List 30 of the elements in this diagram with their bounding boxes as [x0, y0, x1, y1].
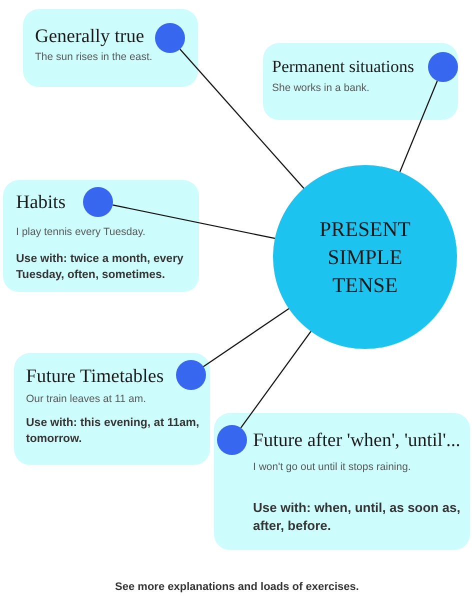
example-sentence: I play tennis every Tuesday. — [16, 226, 146, 239]
example-sentence: She works in a bank. — [272, 82, 370, 95]
card-title: Habits — [16, 192, 66, 214]
connector-line — [399, 80, 438, 172]
example-sentence: Our train leaves at 11 am. — [26, 393, 146, 406]
example-sentence: I won't go out until it stops raining. — [253, 461, 411, 474]
connector-line — [240, 331, 312, 428]
card-title: Future Timetables — [26, 366, 164, 388]
dot-icon — [83, 187, 113, 217]
info-card — [3, 180, 199, 292]
dot-icon — [176, 360, 206, 390]
usage-note: Use with: when, until, as soon as, after, before. — [253, 499, 462, 535]
usage-note: Use with: this evening, at 11am, tomorrow. — [26, 416, 200, 447]
dot-icon — [428, 52, 458, 82]
info-card — [214, 413, 470, 550]
dot-icon — [155, 23, 185, 53]
card-title: Generally true — [35, 26, 144, 48]
example-sentence: The sun rises in the east. — [35, 51, 152, 64]
info-card — [263, 43, 458, 120]
connector-line — [112, 204, 276, 239]
card-title: Future after 'when', 'until'... — [253, 430, 460, 452]
footer-note: See more explanations and loads of exercises. — [114, 580, 360, 594]
topic-title: PRESENT SIMPLE TENSE — [318, 216, 412, 299]
connector-line — [180, 48, 304, 189]
info-card — [14, 353, 210, 465]
dot-icon — [217, 425, 247, 455]
card-title: Permanent situations — [272, 56, 414, 78]
info-card — [23, 9, 198, 87]
connector-line — [203, 308, 290, 368]
usage-note: Use with: twice a month, every Tuesday, often, sometimes. — [16, 252, 184, 283]
